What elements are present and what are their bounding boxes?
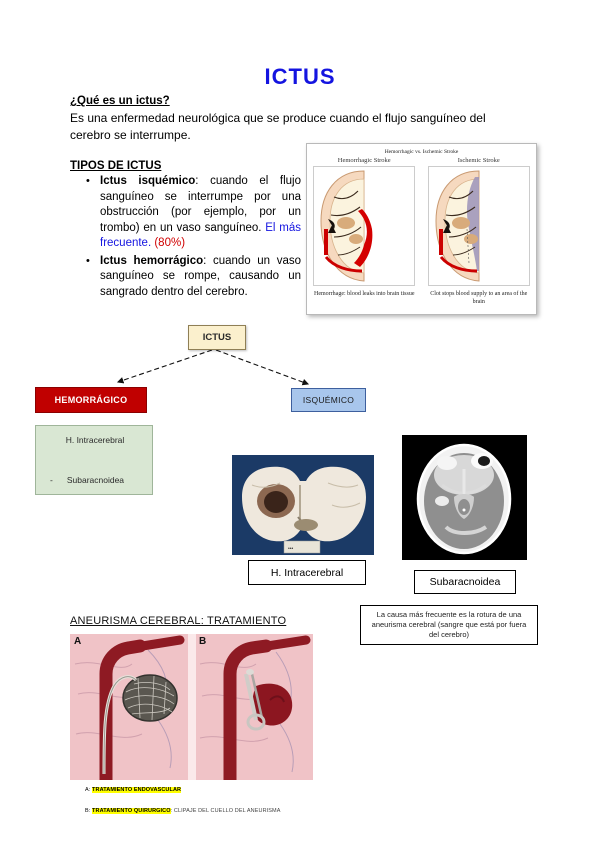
hemorrhagic-caption: Hemorrhage: blood leaks into brain tissu… (314, 291, 415, 297)
brain-specimen-photo: ••• (232, 455, 374, 555)
caption-b-rest: : CLIPAJE DEL CUELLO DEL ANEURISMA (170, 808, 281, 814)
page-title: ICTUS (264, 64, 336, 89)
hemorrhagic-label: Hemorrhagic Stroke (337, 157, 391, 164)
flow-node-ictus: ICTUS (188, 325, 246, 350)
subtype-dash: - (50, 475, 53, 485)
bullet-term-isquemico: Ictus isquémico (100, 175, 196, 187)
label-h-intracerebral: H. Intracerebral (248, 560, 366, 585)
caption-a-highlight: TRATAMIENTO ENDOVASCULAR (92, 787, 182, 793)
label-subaracnoidea: Subaracnoidea (414, 570, 516, 594)
caption-b: B: TRATAMIENTO QUIRURGICO: CLIPAJE DEL C… (85, 808, 281, 814)
aneurisma-heading: ANEURISMA CEREBRAL: TRATAMIENTO (70, 615, 287, 627)
flow-subtypes-box: H. Intracerebral - Subaracnoidea (35, 425, 153, 495)
caption-b-prefix: B: (85, 808, 93, 814)
bullet-term-hemorragico: Ictus hemorrágico (100, 254, 204, 267)
intro-section: ¿Qué es un ictus? Es una enfermedad neur… (70, 95, 525, 144)
subtype-intracerebral: H. Intracerebral (65, 435, 125, 445)
list-item: Ictus hemorrágico: cuando un vaso sanguí… (86, 254, 301, 301)
bullet-text-isquemico: : cuando el flujo sanguíneo se interrump… (100, 175, 301, 234)
aneurisma-treatment-figure: A B (70, 634, 313, 780)
stroke-comparison-figure: Hemorrhagic vs. Ischemic Stroke Hemorrha… (306, 143, 537, 315)
intro-line-1: Es una enfermedad neurológica que se pro… (70, 111, 486, 142)
flowchart-arrows (116, 349, 310, 386)
svg-text:•••: ••• (288, 546, 294, 552)
ischemic-brain-illustration (427, 166, 530, 286)
ischemic-caption: Clot stops blood supply to an area of th… (430, 291, 528, 305)
caption-a-prefix: A: (85, 787, 93, 793)
flow-node-isquemico: ISQUÉMICO (291, 388, 366, 412)
aneurisma-panel-b: B (195, 634, 313, 780)
list-item: Ictus isquémico: cuando el flujo sanguín… (86, 174, 301, 252)
intro-line-2: interrumpe. (130, 128, 191, 142)
ct-scan-photo (402, 435, 527, 560)
subtype-subaracnoidea: Subaracnoidea (66, 475, 125, 485)
stroke-figure-title: Hemorrhagic vs. Ischemic Stroke (384, 149, 459, 155)
hemorrhagic-brain-illustration (313, 166, 416, 286)
caption-b-highlight: TRATAMIENTO QUIRURGICO (92, 808, 171, 814)
bullet-highlight-red: (80%) (151, 237, 186, 249)
ischemic-label: Ischemic Stroke (457, 157, 500, 164)
bullet-text-hemorragico: : cuando un vaso sanguíneo se rompe, cau… (100, 254, 301, 298)
panel-a-letter: A (74, 636, 82, 647)
intro-body: Es una enfermedad neurológica que se pro… (70, 110, 520, 144)
ischemic-column: Ischemic Stroke (425, 157, 532, 306)
causa-text-box: La causa más frecuente es la rotura de u… (360, 605, 538, 645)
bullet-highlight-blue: El más frecuente. (100, 221, 301, 250)
hemorrhagic-column: Hemorrhagic Stroke (311, 157, 418, 306)
tipos-heading: TIPOS DE ICTUS (70, 160, 162, 172)
flow-node-hemorragico: HEMORRÁGICO (35, 387, 147, 413)
subtype-subaracnoidea-row: - Subaracnoidea (50, 475, 124, 485)
panel-b-letter: B (199, 636, 207, 647)
caption-a: A: TRATAMIENTO ENDOVASCULAR (85, 787, 182, 793)
aneurisma-panel-a: A (70, 634, 188, 780)
intro-heading: ¿Qué es un ictus? (70, 95, 170, 107)
tipos-list: Ictus isquémico: cuando el flujo sanguín… (86, 174, 301, 302)
